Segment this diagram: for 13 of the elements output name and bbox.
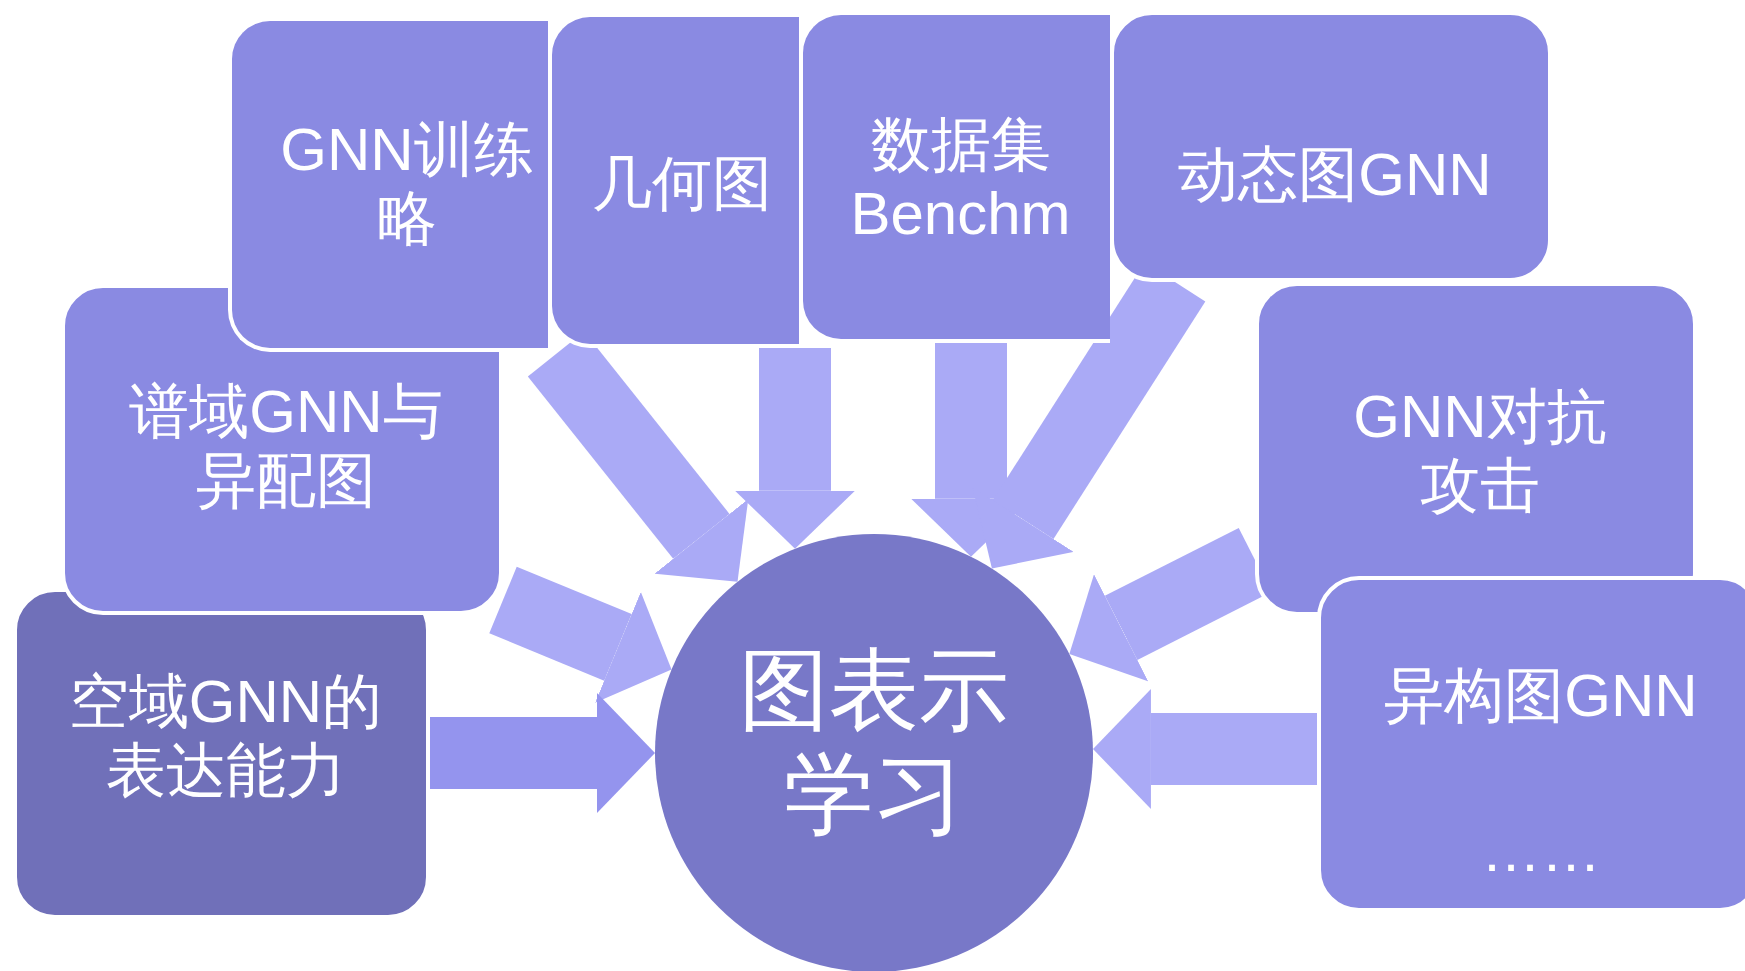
block-arrow: [735, 348, 855, 549]
box-label: 动态图GNN: [1177, 140, 1493, 209]
box-label: 谱域GNN与异配图: [128, 377, 444, 515]
box-label: GNN对抗攻击: [1352, 382, 1608, 520]
box-label: 数据集Benchm: [849, 110, 1072, 248]
block-arrow: [489, 566, 672, 703]
box-label: GNN训练略: [279, 115, 535, 253]
box-label: 几何图: [591, 149, 773, 218]
box-label: ……: [1480, 816, 1602, 885]
box-label: 空域GNN的表达能力: [67, 667, 384, 805]
block-arrow: [430, 693, 655, 813]
center-label: 图表示学习: [738, 639, 1010, 846]
box-label: 异构图GNN: [1383, 661, 1699, 730]
